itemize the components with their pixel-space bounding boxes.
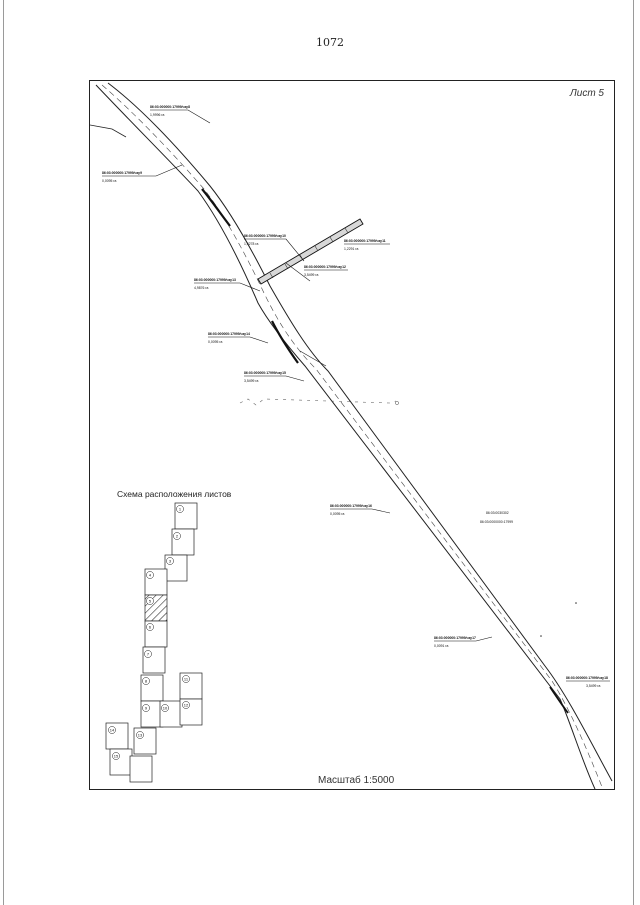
callout-code: 86:03:000000:17999/чзу8: [150, 105, 190, 109]
callout-code: 86:03:000000:17999/чзу11: [344, 239, 386, 243]
svg-text:9: 9: [145, 706, 148, 711]
scan-edge-right: [633, 0, 634, 905]
scheme-marker: 5: [146, 597, 154, 605]
svg-text:11: 11: [184, 677, 189, 682]
callout-leaders: [102, 109, 610, 682]
callout-labels: 86:03:000000:17999/чзу8 1,9996 га 86:03:…: [102, 105, 608, 688]
svg-text:14: 14: [110, 728, 115, 733]
scheme-marker: 15: [112, 752, 120, 760]
quarter-label: 86:03:0000000:17999: [480, 520, 513, 524]
road-edge-heavy-2: [271, 320, 299, 364]
scheme-marker: 6: [146, 623, 154, 631]
svg-text:7: 7: [147, 652, 150, 657]
callout-code: 86:03:000000:17999/чзу16: [330, 504, 372, 508]
callout-area: 1,2291 га: [344, 247, 358, 251]
scheme-marker: 13: [136, 731, 144, 739]
callout-code: 86:03:000000:17999/чзу9: [102, 171, 142, 175]
scheme-marker: 14: [108, 726, 116, 734]
road-centerline: [101, 84, 603, 788]
road-stub: [90, 124, 127, 138]
section-line-1: [285, 262, 311, 282]
callout-area: 0,0095 га: [330, 512, 344, 516]
svg-text:12: 12: [184, 703, 189, 708]
callout-code: 86:03:000000:17999/чзу15: [244, 371, 286, 375]
callout-area: 0,0091 га: [434, 644, 448, 648]
sheet-label: Лист 5: [569, 88, 604, 99]
scheme-marker: 7: [144, 650, 152, 658]
callout-code: 86:03:000000:17999/чзу10: [244, 234, 286, 238]
scheme-marker: 8: [142, 677, 150, 685]
svg-text:10: 10: [163, 706, 168, 711]
map-frame: 86:03:000000:17999/чзу8 1,9996 га 86:03:…: [89, 80, 615, 790]
scheme-marker: 4: [146, 571, 154, 579]
callout-area: 0,0095 га: [102, 179, 116, 183]
branch-strip: [257, 218, 364, 285]
sheet-scheme: [105, 502, 203, 783]
scheme-marker: 1: [176, 505, 184, 513]
callout-code: 86:03:000000:17999/чзу17: [434, 636, 476, 640]
corridor-left-boundary: [95, 84, 596, 790]
leader-2: [102, 164, 183, 177]
callout-area: 1,0278 га: [244, 242, 258, 246]
svg-text:3: 3: [169, 559, 172, 564]
map-dot-2: [540, 635, 542, 637]
svg-text:13: 13: [138, 733, 143, 738]
callout-code: 86:03:000000:17999/чзу13: [194, 278, 236, 282]
callout-area: 3,5499 га: [586, 684, 600, 688]
leader-10: [434, 636, 493, 642]
map-dot-1: [575, 602, 577, 604]
svg-text:2: 2: [176, 534, 179, 539]
svg-text:15: 15: [114, 754, 119, 759]
corridor-right-boundary: [107, 82, 613, 782]
leader-8: [244, 375, 305, 382]
callout-area: 0,0095 га: [208, 340, 222, 344]
svg-text:4: 4: [149, 573, 152, 578]
dashed-boundary: [239, 398, 397, 406]
scheme-sheet: [129, 755, 153, 783]
scheme-markers: 1 2 3 4 5 6 7 8 9 10 11 12 13 14 15: [108, 505, 190, 760]
leader-6: [194, 282, 261, 292]
callout-code: 86:03:000000:17999/чзу14: [208, 332, 250, 336]
scheme-title: Схема расположения листов: [117, 489, 232, 499]
scheme-marker: 9: [142, 704, 150, 712]
page-number: 1072: [316, 36, 344, 49]
scheme-marker: 11: [182, 675, 190, 683]
quarter-label: 86:03:0030302: [486, 511, 509, 515]
svg-text:1: 1: [179, 507, 182, 512]
callout-code: 86:03:000000:17999/чзу18: [566, 676, 608, 680]
map-drawing: 86:03:000000:17999/чзу8 1,9996 га 86:03:…: [90, 82, 613, 790]
svg-text:6: 6: [149, 625, 152, 630]
scheme-marker: 3: [166, 557, 174, 565]
section-line-2: [299, 350, 327, 367]
svg-text:5: 5: [149, 599, 152, 604]
leader-3: [244, 238, 305, 262]
callout-area: 3,5499 га: [244, 379, 258, 383]
road-edge-heavy-3: [549, 686, 569, 714]
svg-text:8: 8: [145, 679, 148, 684]
leader-7: [208, 336, 269, 344]
callout-area: 4,9876 га: [194, 286, 208, 290]
callout-area: 1,9996 га: [150, 113, 164, 117]
scheme-marker: 2: [173, 532, 181, 540]
leader-9: [330, 508, 391, 514]
scheme-marker: 10: [161, 704, 169, 712]
road-edge-heavy-1: [201, 188, 231, 227]
leader-1: [150, 109, 211, 124]
callout-code: 86:03:000000:17999/чзу12: [304, 265, 346, 269]
boundary-point: [395, 401, 399, 405]
scan-edge-left: [3, 0, 4, 905]
scheme-marker: 12: [182, 701, 190, 709]
scale-label: Масштаб 1:5000: [318, 775, 395, 786]
callout-area: 3,5499 га: [304, 273, 318, 277]
